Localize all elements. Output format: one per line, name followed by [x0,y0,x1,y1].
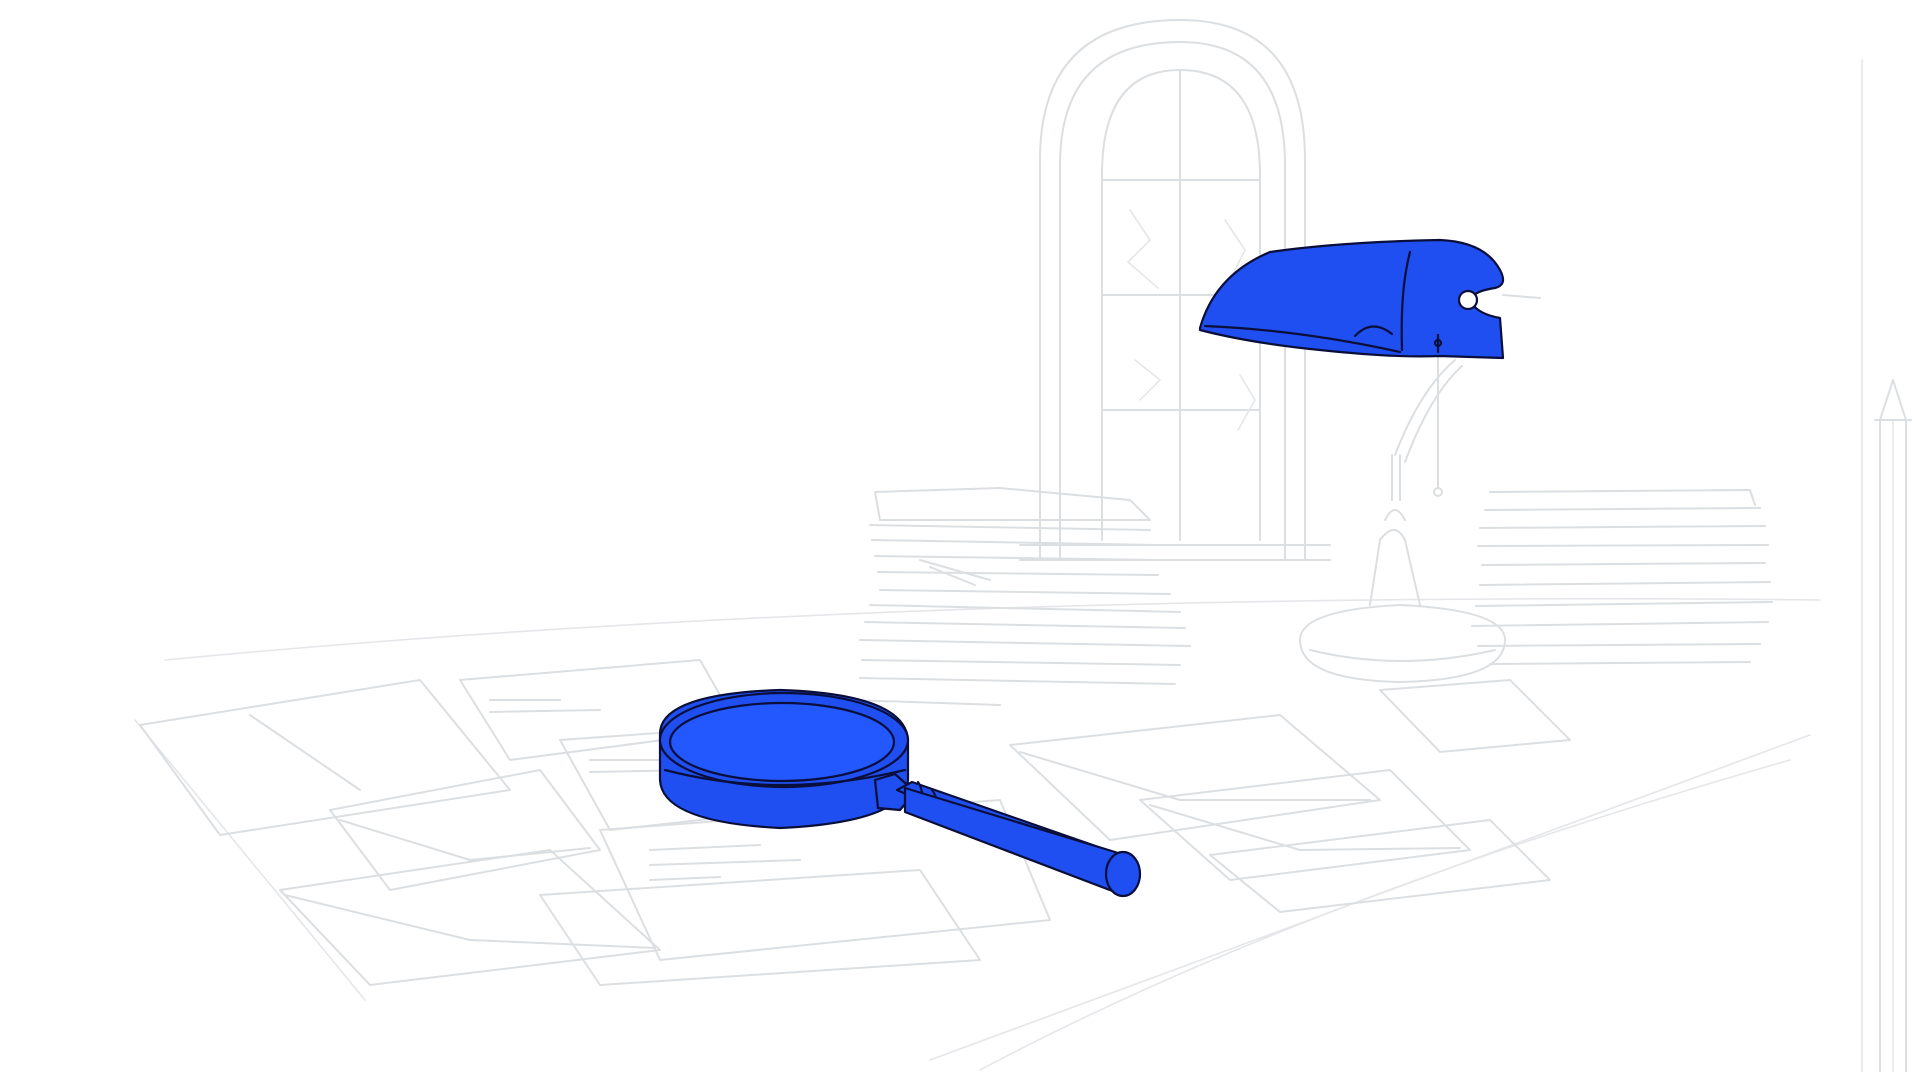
paper-stack-right-icon [1471,489,1773,665]
desk-surface [134,597,1821,1071]
desk-lamp-shade-icon [1198,238,1541,360]
pencil-icon [1861,59,1912,1072]
paper-stack-icon [849,487,1191,706]
desk-lamp-base-icon [1299,339,1506,683]
magnifying-glass-icon [658,688,1142,898]
arched-window-icon [1019,19,1331,561]
